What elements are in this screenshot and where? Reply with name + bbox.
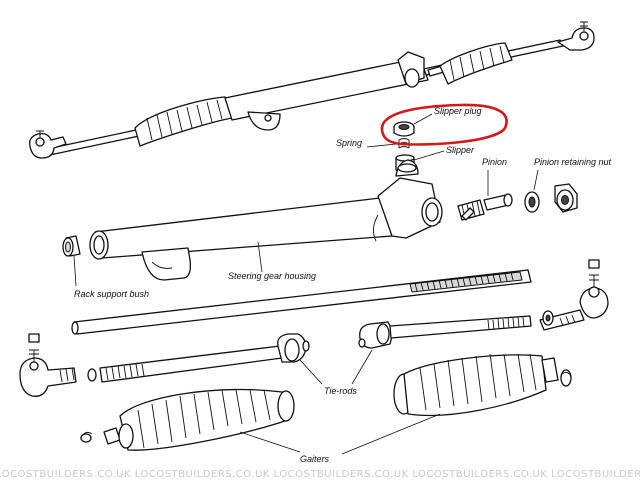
assembled-left-tie-rod-end [29, 130, 67, 159]
assembled-right-gaiter [439, 42, 513, 85]
steering-gear-housing-label: Steering gear housing [228, 271, 316, 281]
tie-rods-label: Tie-rods [324, 386, 357, 396]
rack-bar-part [71, 269, 532, 335]
left-gaiter-part [80, 388, 295, 451]
slipper-plug-part [393, 121, 415, 137]
spring-label: Spring [336, 138, 362, 148]
rack-support-bush-label: Rack support bush [74, 289, 149, 299]
assembled-right-tie-rod-end [557, 21, 595, 51]
pinion-retaining-nut-part [524, 183, 578, 213]
left-tie-rod-part [99, 333, 310, 383]
pinion-retaining-nut-label: Pinion retaining nut [534, 157, 612, 167]
assembled-housing [224, 51, 445, 131]
left-tie-rod-end-part [19, 333, 97, 397]
slipper-label: Slipper [446, 145, 475, 155]
right-gaiter-part [393, 353, 572, 417]
pinion-label: Pinion [482, 157, 507, 167]
watermark-text: LOCOSTBUILDERS.CO.UK LOCOSTBUILDERS.CO.U… [0, 469, 640, 480]
assembled-rack [29, 21, 595, 159]
slipper-plug-label: Slipper plug [434, 106, 482, 116]
slipper-plug-highlight-ring [380, 103, 508, 146]
assembled-left-gaiter [134, 96, 233, 147]
steering-gear-housing-part [89, 159, 443, 281]
pinion-part [457, 193, 513, 221]
right-tie-rod-end-part [539, 259, 609, 331]
rack-support-bush-part [62, 235, 81, 257]
gaiters-label: Gaiters [300, 454, 330, 464]
right-tie-rod-part [358, 315, 532, 349]
